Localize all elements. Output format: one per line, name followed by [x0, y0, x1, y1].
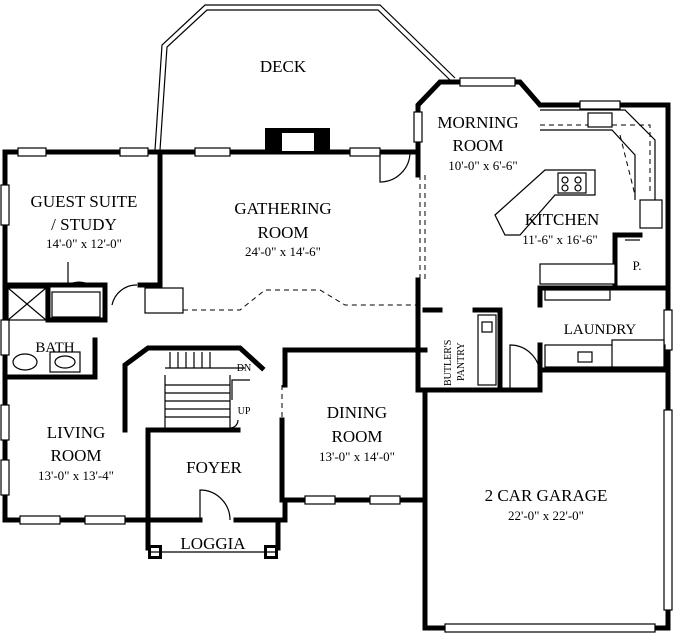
gathering-room-size: 24'-0" x 14'-6"	[245, 244, 321, 259]
deck-label: DECK	[260, 57, 307, 76]
interior-walls	[2, 128, 671, 523]
gathering-room-label-2: ROOM	[257, 223, 308, 242]
living-room-size: 13'-0" x 13'-4"	[38, 468, 114, 483]
guest-suite-label-1: GUEST SUITE	[31, 192, 138, 211]
butlers-pantry-fixture	[477, 314, 497, 386]
dining-room-label-2: ROOM	[331, 427, 382, 446]
stairs-down-label: DN	[237, 363, 251, 374]
laundry-label: LAUNDRY	[564, 322, 637, 338]
garage-label: 2 CAR GARAGE	[485, 486, 608, 505]
morning-room-label-2: ROOM	[452, 136, 503, 155]
laundry-fixtures	[544, 289, 666, 368]
gathering-room-label-1: GATHERING	[234, 199, 331, 218]
living-room-label-1: LIVING	[47, 423, 106, 442]
dining-room-label-1: DINING	[327, 403, 387, 422]
pantry-label: P.	[632, 258, 641, 273]
deck-outline	[154, 4, 456, 151]
morning-room-label-1: MORNING	[437, 113, 518, 132]
guest-suite-label-2: / STUDY	[51, 215, 117, 234]
butlers-pantry-label-2: PANTRY	[456, 342, 467, 381]
living-room-label-2: ROOM	[50, 446, 101, 465]
loggia-label: LOGGIA	[180, 534, 246, 553]
loggia-columns	[148, 545, 278, 559]
bath-fixtures	[7, 287, 81, 373]
guest-suite-size: 14'-0" x 12'-0"	[46, 236, 122, 251]
room-labels: DECK MORNING ROOM 10'-0" x 6'-6" GUEST S…	[31, 57, 642, 553]
garage-size: 22'-0" x 22'-0"	[508, 508, 584, 523]
kitchen-label: KITCHEN	[525, 210, 600, 229]
doors	[67, 151, 640, 521]
closet-units	[51, 287, 184, 318]
kitchen-size: 11'-6" x 16'-6"	[522, 232, 597, 247]
dining-room-size: 13'-0" x 14'-0"	[319, 449, 395, 464]
morning-room-size: 10'-0" x 6'-6"	[448, 158, 517, 173]
kitchen-fixtures	[494, 109, 663, 285]
stairs-up-label: UP	[238, 406, 251, 417]
bath-label: BATH	[35, 340, 74, 356]
butlers-pantry-label-1: BUTLER'S	[443, 340, 454, 386]
foyer-label: FOYER	[186, 458, 242, 477]
dashed-lines	[147, 124, 651, 510]
staircase	[164, 352, 250, 429]
windows	[0, 77, 673, 633]
